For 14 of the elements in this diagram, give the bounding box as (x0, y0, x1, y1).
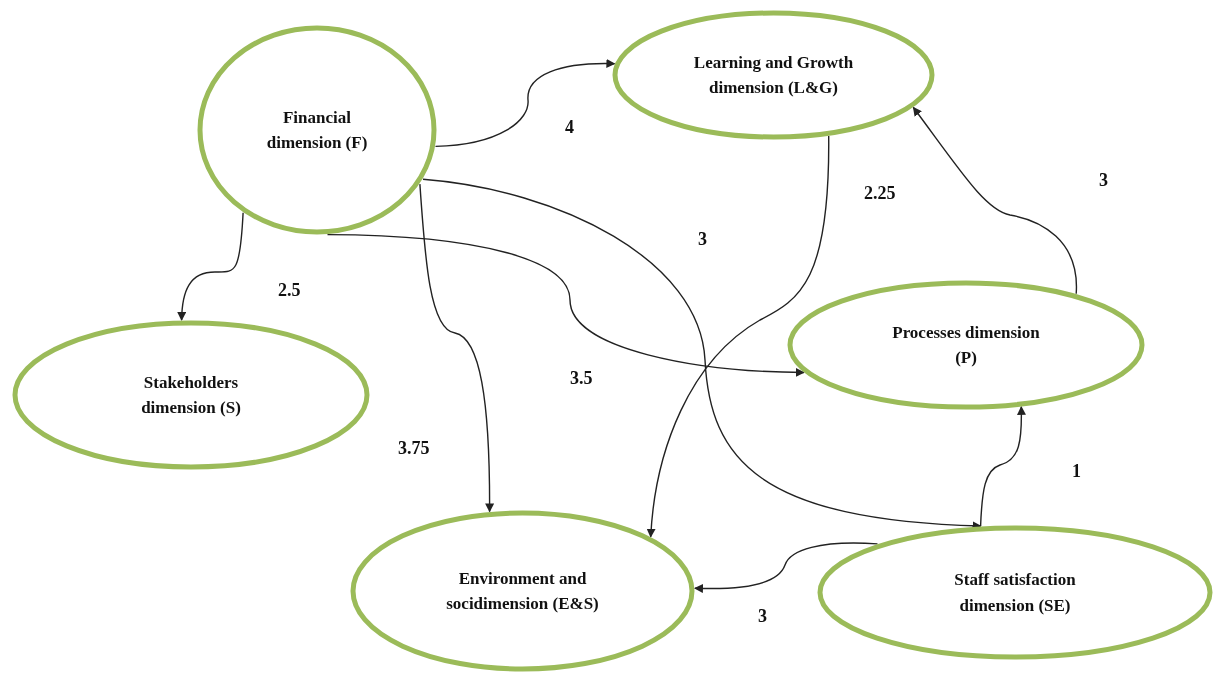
arrow (694, 542, 879, 593)
node-label: Processes dimension (P) (891, 321, 1041, 369)
node-label: Stakeholders dimension (S) (140, 371, 242, 419)
arrow (419, 183, 495, 513)
arrow (326, 233, 805, 377)
node-label: Learning and Growth dimension (L&G) (692, 51, 855, 99)
arrow (646, 135, 830, 538)
arrow (912, 106, 1077, 295)
arrow (177, 212, 244, 321)
node-label: Financial dimension (F) (265, 106, 369, 154)
arrow (434, 59, 616, 148)
node-label: Staff satisfaction dimension (SE) (953, 569, 1077, 617)
arrow (979, 405, 1026, 527)
node-label: Environment and socidimension (E&S) (445, 567, 600, 615)
